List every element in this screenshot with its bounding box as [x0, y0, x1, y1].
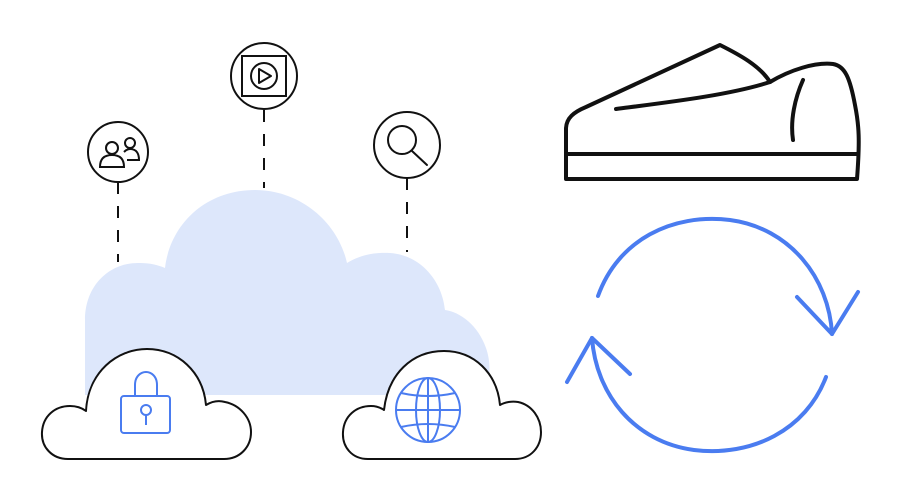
sync-icon [565, 217, 860, 453]
search-icon [373, 111, 441, 179]
globe-cloud [341, 350, 542, 460]
users-icon [87, 121, 149, 183]
media-play-icon [230, 42, 298, 110]
lock-cloud [40, 348, 252, 460]
lock-icon [120, 370, 171, 434]
background-cloud [85, 190, 490, 395]
shoe-icon [564, 43, 861, 181]
globe-icon [395, 377, 461, 443]
